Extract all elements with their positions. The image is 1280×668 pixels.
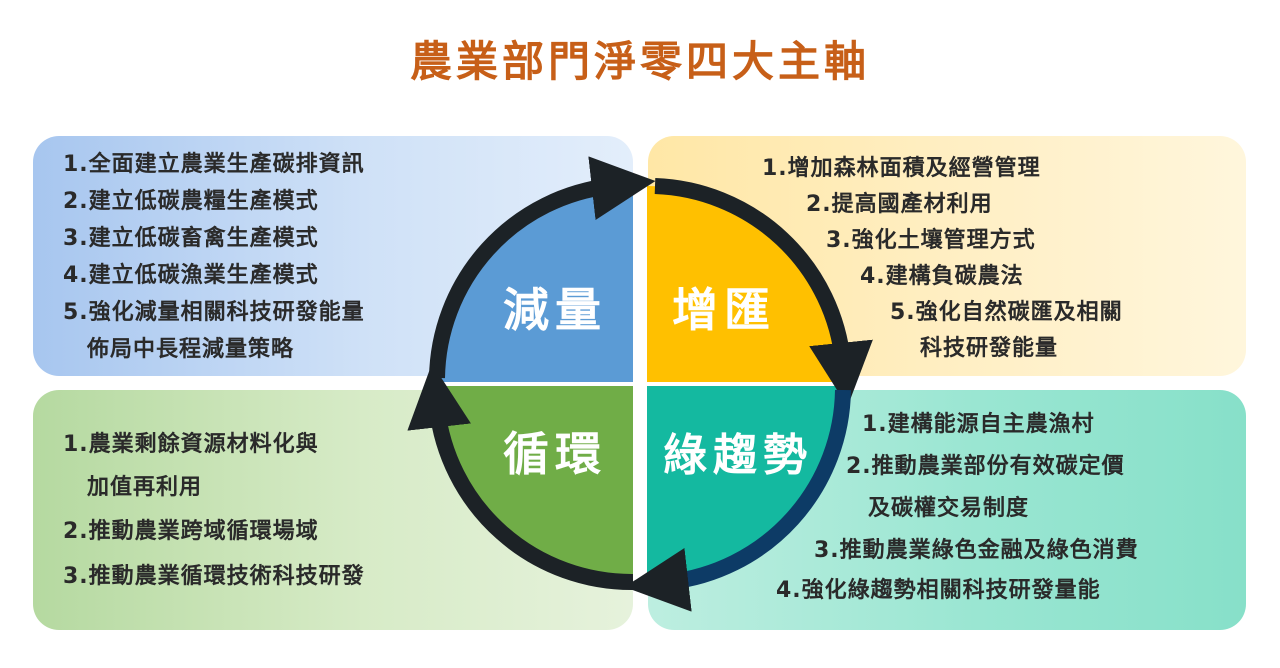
reduction-item-2: 2.建立低碳農糧生產模式 [63, 189, 319, 214]
reduction-item-3: 3.建立低碳畜禽生產模式 [63, 226, 319, 251]
sink-item-2: 2.提高國產材利用 [806, 192, 993, 217]
circular-item-3: 3.推動農業循環技術科技研發 [63, 564, 365, 589]
reduction-item-5: 5.強化減量相關科技研發能量 [63, 300, 365, 325]
circular-item-1-cont: 加值再利用 [87, 475, 203, 500]
reduction-item-5-cont: 佈局中長程減量策略 [87, 337, 295, 362]
sink-wedge [647, 186, 843, 382]
reduction-label: 減量 [503, 283, 607, 337]
green-item-4: 4.強化綠趨勢相關科技研發量能 [776, 578, 1101, 603]
arrow-sink-to-green [654, 178, 873, 407]
arrow-reduction-to-sink [429, 156, 656, 379]
green-item-2: 2.推動農業部份有效碳定價 [846, 454, 1125, 479]
green-item-3: 3.推動農業綠色金融及綠色消費 [814, 538, 1139, 563]
circular-item-2: 2.推動農業跨域循環場域 [63, 519, 319, 544]
arrow-green-to-circular [624, 389, 851, 612]
circular-label: 循環 [503, 427, 607, 481]
green-item-1: 1.建構能源自主農漁村 [862, 412, 1095, 437]
sink-item-3: 3.強化土壤管理方式 [826, 228, 1036, 253]
arrow-circular-to-reduction [407, 363, 634, 591]
diagram-title: 農業部門淨零四大主軸 [409, 37, 870, 86]
sink-item-1: 1.增加森林面積及經營管理 [762, 156, 1041, 181]
circular-wedge [437, 386, 633, 582]
green-item-2-cont: 及碳權交易制度 [868, 496, 1030, 521]
sink-item-5: 5.強化自然碳匯及相關 [890, 300, 1123, 325]
sink-label: 增匯 [672, 283, 776, 337]
reduction-item-1: 1.全面建立農業生產碳排資訊 [63, 152, 365, 177]
circular-item-1: 1.農業剩餘資源材料化與 [63, 432, 319, 457]
green-label: 綠趨勢 [663, 430, 813, 481]
sink-item-4: 4.建構負碳農法 [860, 264, 1024, 289]
green-wedge [647, 386, 843, 582]
reduction-item-4: 4.建立低碳漁業生產模式 [63, 263, 319, 288]
sink-item-5-cont: 科技研發能量 [920, 336, 1059, 361]
reduction-wedge [437, 186, 633, 382]
